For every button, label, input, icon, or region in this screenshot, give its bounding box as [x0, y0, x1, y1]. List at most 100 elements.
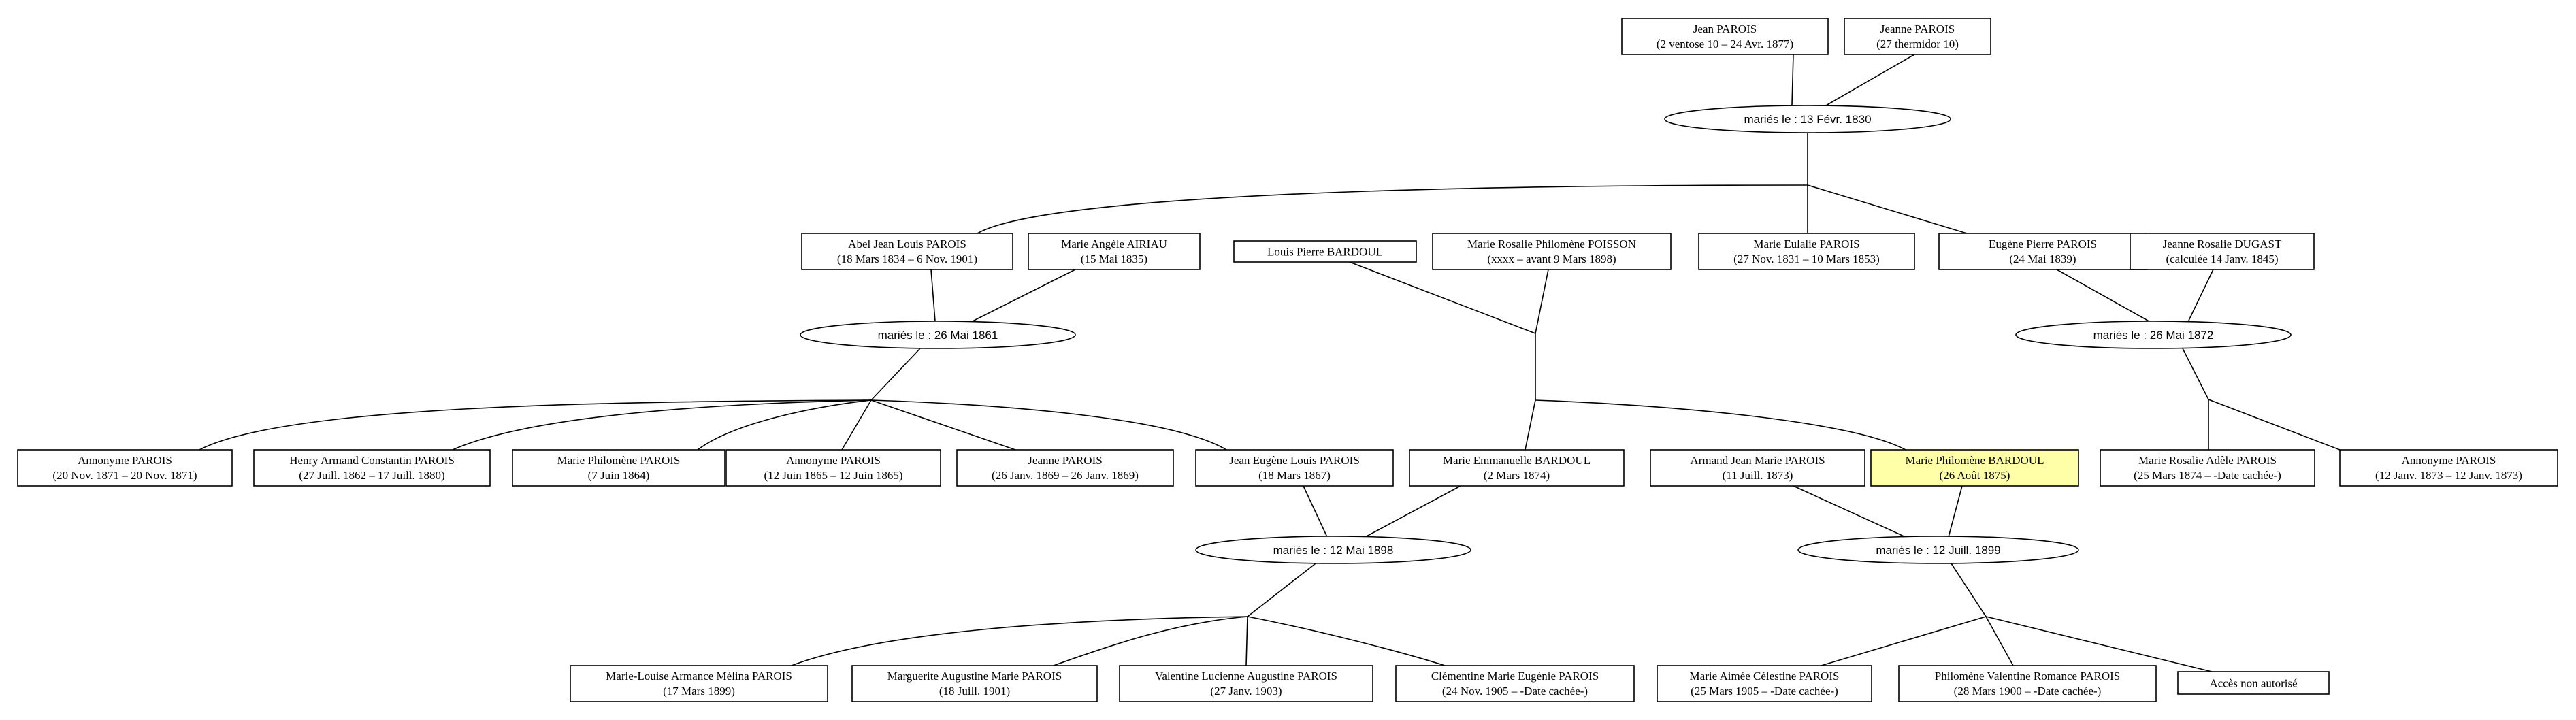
person-card-border — [1870, 449, 2079, 487]
person-card[interactable]: Marie Eulalie PAROIS (27 Nov. 1831 – 10 M… — [1698, 233, 1915, 270]
marriage-node: mariés le : 26 Mai 1872 — [2015, 321, 2292, 349]
person-dates: (27 Juill. 1862 – 17 Juill. 1880) — [299, 469, 444, 482]
person-card[interactable]: Marie Rosalie Adèle PAROIS(25 Mars 1874 … — [2100, 449, 2315, 487]
marriage-node: mariés le : 12 Juill. 1899 — [1797, 536, 2079, 564]
tree-connector — [2187, 269, 2214, 323]
person-name: Henry Armand Constantin PAROIS — [289, 454, 455, 467]
person-card[interactable]: Annonyme PAROIS(12 Juin 1865 – 12 Juin 1… — [725, 449, 941, 487]
person-card-border — [17, 449, 233, 487]
person-dates: (2 ventose 10 – 24 Avr. 1877) — [1657, 37, 1793, 50]
tree-connector — [1365, 485, 1461, 538]
person-dates: (26 Août 1875) — [1940, 469, 2010, 482]
person-card[interactable]: Marie-Louise Armance Mélina PAROIS (17 Ma… — [570, 665, 828, 702]
person-card-border — [1028, 233, 1201, 270]
person-card[interactable]: Armand Jean Marie PAROIS (11 Juill. 1873) — [1650, 449, 1865, 487]
person-name: Marie Angèle AIRIAU — [1061, 238, 1167, 250]
person-name: Marie-Louise Armance Mélina PAROIS — [606, 670, 792, 683]
person-card[interactable]: Marie Aimée Célestine PAROIS (25 Mars 190… — [1657, 665, 1872, 702]
person-name: Armand Jean Marie PAROIS — [1690, 454, 1825, 467]
person-card[interactable]: Jeanne Rosalie DUGAST (calculée 14 Janv. … — [2130, 233, 2315, 270]
person-dates: (11 Juill. 1873) — [1723, 469, 1793, 482]
tree-connector — [1951, 563, 1987, 617]
person-dates: (12 Janv. 1873 – 12 Janv. 1873) — [2375, 469, 2522, 482]
person-name: Marie Aimée Célestine PAROIS — [1690, 670, 1840, 683]
person-card[interactable]: Annonyme PAROIS (12 Janv. 1873 – 12 Janv.… — [2339, 449, 2558, 487]
tree-connector — [1535, 399, 1906, 451]
person-name: Marie Eulalie PAROIS — [1753, 238, 1859, 250]
person-dates: (27 thermidor 10) — [1876, 37, 1959, 50]
person-card-border — [1657, 665, 1872, 702]
person-card-border — [1119, 665, 1373, 702]
marriage-label: mariés le : 26 Mai 1872 — [2093, 329, 2214, 342]
tree-connectors — [199, 54, 2341, 672]
person-card-border — [801, 233, 1013, 270]
marriage-ellipse — [1195, 536, 1471, 564]
person-card-border — [956, 449, 1174, 487]
tree-connector — [1247, 563, 1316, 617]
person-card-border — [2130, 233, 2315, 270]
person-card[interactable]: Abel Jean Louis PAROIS(18 Mars 1834 – 6 … — [801, 233, 1013, 270]
tree-connector — [977, 184, 1808, 234]
person-name: Annonyme PAROIS — [2402, 454, 2496, 467]
person-card-border — [1233, 240, 1417, 263]
person-card[interactable]: Jeanne PAROIS(26 Janv. 1869 – 26 Janv. 1… — [956, 449, 1174, 487]
person-card[interactable]: Annonyme PAROIS(20 Nov. 1871 – 20 Nov. 1… — [17, 449, 233, 487]
person-dates: (27 Nov. 1831 – 10 Mars 1853) — [1733, 252, 1880, 265]
person-card[interactable]: Clémentine Marie Eugénie PAROIS(24 Nov. … — [1395, 665, 1635, 702]
person-dates: (27 Janv. 1903) — [1210, 685, 1282, 698]
person-dates: (17 Mars 1899) — [663, 685, 735, 698]
tree-connector — [870, 399, 1016, 451]
marriage-ellipse — [800, 321, 1076, 349]
tree-connector — [199, 399, 872, 451]
tree-connector — [2056, 269, 2152, 323]
person-name: Jeanne Rosalie DUGAST — [2163, 238, 2282, 250]
person-card[interactable]: Louis Pierre BARDOUL — [1233, 240, 1417, 263]
tree-connector — [697, 399, 872, 451]
person-name: Valentine Lucienne Augustine PAROIS — [1155, 670, 1337, 683]
person-dates: (24 Mai 1839) — [2009, 252, 2076, 265]
person-card[interactable]: Philomène Valentine Romance PAROIS (28 Ma… — [1898, 665, 2157, 702]
person-card[interactable]: Eugène Pierre PAROIS(24 Mai 1839) — [1938, 233, 2147, 270]
tree-connector — [1825, 54, 1915, 106]
person-dates: (25 Mars 1905 – -Date cachée-) — [1691, 685, 1838, 698]
person-dates: (18 Mars 1867) — [1258, 469, 1331, 482]
person-dates: (calculée 14 Janv. 1845) — [2166, 252, 2278, 265]
person-card[interactable]: Jean Eugène Louis PAROIS(18 Mars 1867) — [1195, 449, 1394, 487]
person-card[interactable]: Valentine Lucienne Augustine PAROIS (27 J… — [1119, 665, 1373, 702]
person-name: Marie Emmanuelle BARDOUL — [1443, 454, 1591, 467]
tree-connector — [870, 399, 1227, 451]
tree-connector — [2182, 348, 2209, 400]
person-name: Marguerite Augustine Marie PAROIS — [887, 670, 1062, 683]
person-card[interactable]: Marie Philomène BARDOUL (26 Août 1875) — [1870, 449, 2079, 487]
tree-connector — [1821, 616, 1987, 666]
person-card[interactable]: Marie Angèle AIRIAU(15 Mai 1835) — [1028, 233, 1201, 270]
tree-connector — [1948, 485, 1963, 538]
person-card[interactable]: Marie Emmanuelle BARDOUL(2 Mars 1874) — [1409, 449, 1625, 487]
tree-connector — [2208, 399, 2341, 451]
person-name: Marie Rosalie Adèle PAROIS — [2138, 454, 2277, 467]
person-card-border — [1844, 18, 1991, 55]
person-card[interactable]: Marguerite Augustine Marie PAROIS (18 Jui… — [851, 665, 1098, 702]
person-name: Philomène Valentine Romance PAROIS — [1935, 670, 2120, 683]
tree-connector — [1303, 485, 1328, 538]
person-card[interactable]: Marie Rosalie Philomène POISSON(xxxx – a… — [1432, 233, 1672, 270]
marriage-label: mariés le : 26 Mai 1861 — [878, 329, 998, 342]
person-dates: (18 Juill. 1901) — [939, 685, 1010, 698]
marriage-node: mariés le : 26 Mai 1861 — [800, 321, 1076, 349]
person-card[interactable]: Jeanne PAROIS (27 thermidor 10) — [1844, 18, 1991, 55]
person-name: Jeanne PAROIS — [1880, 22, 1955, 35]
tree-connector — [1535, 269, 1549, 334]
person-card[interactable]: Marie Philomène PAROIS(7 Juin 1864) — [512, 449, 725, 487]
person-name: Marie Philomène BARDOUL — [1906, 454, 2044, 467]
person-dates: (xxxx – avant 9 Mars 1898) — [1487, 252, 1616, 265]
person-name: Annonyme PAROIS — [786, 454, 881, 467]
person-card[interactable]: Accès non autorisé — [2177, 671, 2330, 695]
person-dates: (28 Mars 1900 – -Date cachée-) — [1954, 685, 2102, 698]
person-name: Jean PAROIS — [1693, 22, 1757, 35]
person-card[interactable]: Henry Armand Constantin PAROIS (27 Juill.… — [253, 449, 491, 487]
marriage-node: mariés le : 12 Mai 1898 — [1195, 536, 1471, 564]
tree-connector — [1525, 399, 1536, 451]
person-card[interactable]: Jean PAROIS (2 ventose 10 – 24 Avr. 1877) — [1621, 18, 1829, 55]
person-dates: (26 Janv. 1869 – 26 Janv. 1869) — [992, 469, 1139, 482]
